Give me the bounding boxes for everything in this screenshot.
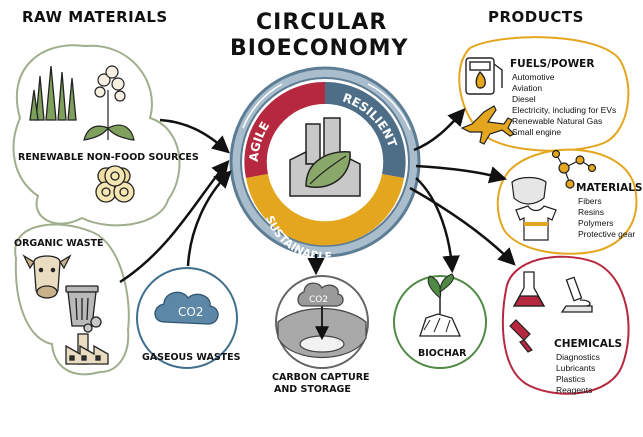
products-header: PRODUCTS: [488, 8, 584, 26]
chemicals-item: Plastics: [556, 374, 586, 384]
microscope-icon: [560, 276, 593, 313]
materials-item: Fibers: [578, 196, 602, 206]
biochar-label: BIOCHAR: [418, 348, 467, 359]
chemicals-item: Reagents: [556, 385, 593, 395]
ccs-cloud-icon: [297, 282, 344, 307]
fuels-title: FUELS/POWER: [510, 58, 595, 70]
gaseous-wastes-group: [136, 267, 238, 369]
airplane-icon: [460, 105, 516, 145]
fuels-item: Electricity, including for EVs: [512, 105, 617, 115]
sustainable-segment: [246, 174, 404, 246]
chemicals-group: [501, 255, 630, 395]
agile-segment: [244, 81, 325, 178]
materials-group: [496, 148, 638, 255]
gaseous-wastes-label: GASEOUS WASTES: [142, 352, 241, 363]
chemicals-item: Diagnostics: [556, 352, 600, 362]
materials-item: Resins: [578, 207, 604, 217]
molecule-icon: [551, 149, 597, 189]
chemicals-title: CHEMICALS: [554, 338, 623, 350]
fuels-item: Small engine: [512, 127, 562, 137]
dropper-icon: [509, 319, 533, 353]
materials-title: MATERIALS: [576, 182, 643, 194]
organic-waste-label: ORGANIC WASTE: [14, 238, 104, 249]
materials-item: Protective gear: [578, 229, 636, 239]
fuels-item: Diesel: [512, 94, 536, 104]
fuels-item: Aviation: [512, 83, 543, 93]
resilient-segment: [325, 81, 406, 178]
ccs-label-line2: AND STORAGE: [274, 384, 351, 395]
fuels-item: Automotive: [512, 72, 555, 82]
materials-list: Fibers Resins Polymers Protective gear: [578, 196, 635, 240]
fuels-group: [458, 36, 630, 152]
ccs-co2-label: CO2: [309, 295, 328, 305]
ccs-label-line1: CARBON CAPTURE: [272, 372, 370, 383]
biochar-group: [393, 273, 487, 369]
center-ring: AGILE RESILIENT SUSTAINABLE: [229, 66, 421, 263]
chemicals-item: Lubricants: [556, 363, 596, 373]
carbon-capture-group: [275, 275, 369, 369]
fuels-item: Renewable Natural Gas: [512, 116, 603, 126]
arrow-materials: [415, 164, 508, 184]
organic-waste-group: [14, 223, 130, 376]
page-title-line1: CIRCULAR: [256, 10, 388, 35]
arrow-fuels: [413, 108, 466, 152]
raw-materials-header: RAW MATERIALS: [22, 8, 168, 26]
arrow-gaseous: [186, 170, 232, 267]
co2-cloud-icon: [154, 291, 219, 325]
fuel-pump-icon: [465, 57, 503, 95]
materials-item: Polymers: [578, 218, 614, 228]
factory-icon: [65, 316, 109, 365]
mask-icon: [511, 176, 547, 205]
page-title-line2: BIOECONOMY: [230, 36, 409, 61]
fuels-list: Automotive Aviation Diesel Electricity, …: [512, 72, 616, 138]
plant-icon: [83, 65, 135, 141]
renewable-label: RENEWABLE NON-FOOD SOURCES: [18, 152, 199, 163]
chemicals-list: Diagnostics Lubricants Plastics Reagents: [556, 352, 600, 396]
arrow-biochar: [415, 177, 460, 274]
logs-icon: [95, 165, 135, 203]
trash-can-icon: [65, 285, 99, 327]
flow-arrows: [119, 108, 516, 284]
cow-icon: [22, 254, 72, 299]
renewable-sources-group: [12, 44, 181, 227]
grass-icon: [29, 65, 77, 121]
arrow-renewable: [159, 118, 230, 154]
arrow-chemicals: [409, 186, 516, 266]
flask-icon: [512, 271, 546, 307]
gaseous-co2-label: CO2: [178, 305, 203, 319]
